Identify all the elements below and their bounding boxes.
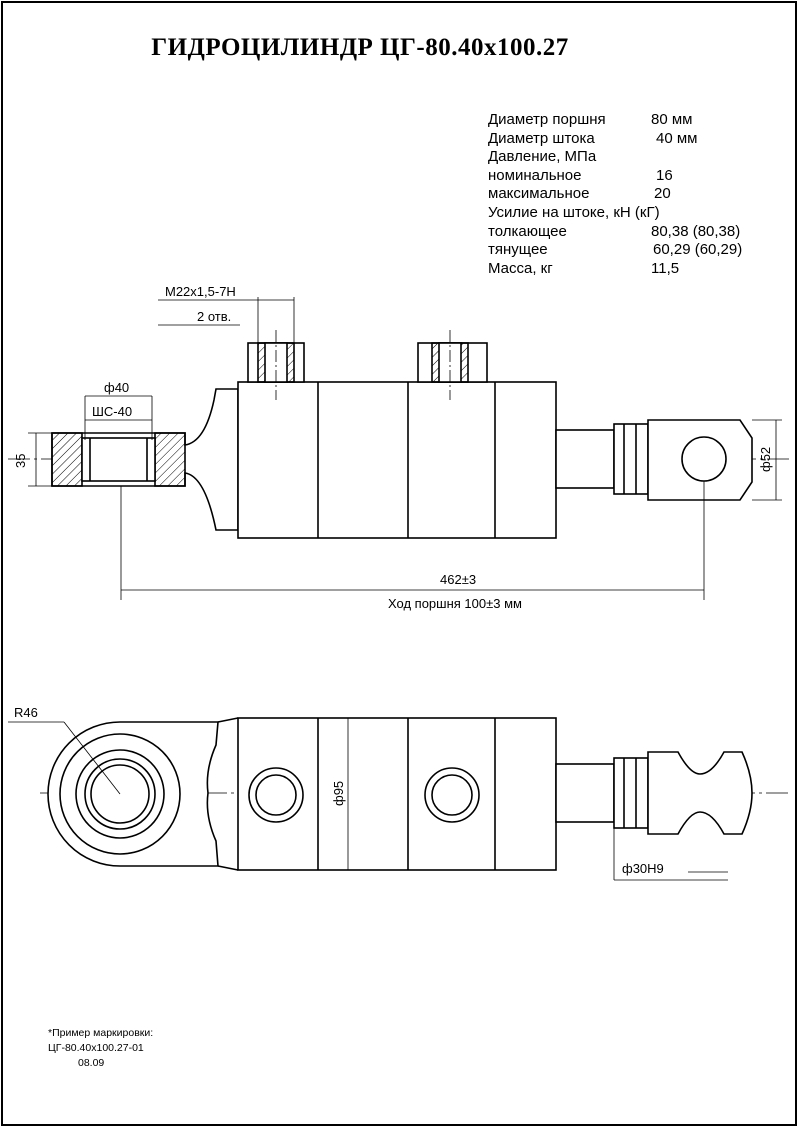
rod-end-hole <box>681 436 727 482</box>
rod-end-diameter-label: ф52 <box>758 447 773 472</box>
spec-value: 80 мм <box>651 111 693 128</box>
spec-label: тянущее <box>488 241 548 259</box>
spec-value: 11,5 <box>651 259 680 277</box>
side-view <box>8 330 790 539</box>
spec-label: Усилие на штоке, кН (кГ) <box>488 203 660 221</box>
bearing-bore <box>81 437 156 482</box>
thread-count-label: 2 отв. <box>197 309 231 324</box>
rod-collar-top <box>613 757 649 829</box>
eye-joint <box>217 717 239 723</box>
stroke-label: Ход поршня 100±3 мм <box>388 596 522 611</box>
radius-leader <box>63 721 121 795</box>
eye-joint <box>217 865 239 871</box>
spec-value: 60,29 (60,29) <box>653 241 743 259</box>
bearing-inner <box>84 758 156 830</box>
port-outer <box>424 767 480 823</box>
eye-ring <box>59 733 181 855</box>
thread-label: M22x1,5-7H <box>165 284 236 299</box>
spec-label: Давление, МПа <box>488 148 597 166</box>
bore-diameter-label: ф40 <box>104 380 129 395</box>
length-label: 462±3 <box>440 572 476 587</box>
marking-code: ЦГ-80.40х100.27-01 <box>48 1042 144 1054</box>
spec-value: 16 <box>656 166 673 184</box>
drawing-title: ГИДРОЦИЛИНДР ЦГ-80.40х100.27 <box>151 34 569 61</box>
eye-wall-left <box>51 432 83 487</box>
spec-label: Диаметр штока <box>488 129 595 147</box>
spec-value: 40 мм <box>656 129 698 147</box>
port-inner <box>431 774 473 816</box>
spec-value: 20 <box>654 185 671 203</box>
marking-caption: *Пример маркировки: <box>48 1027 154 1039</box>
port-outer <box>248 767 304 823</box>
spec-label: максимальное <box>488 185 590 203</box>
bearing-outer <box>75 749 165 839</box>
eye-height-label: 35 <box>13 454 28 468</box>
spec-label: Диаметр поршня <box>488 111 606 128</box>
bearing-label: ШС-40 <box>92 404 132 419</box>
spec-label: номинальное <box>488 166 582 184</box>
eye-bore <box>90 764 150 824</box>
spec-label: толкающее <box>488 222 567 240</box>
spec-value: 80,38 (80,38) <box>651 222 741 240</box>
eye-outline <box>47 721 219 867</box>
eye-radius-label: R46 <box>14 705 38 720</box>
body-diameter-label: ф95 <box>331 781 346 806</box>
cylinder-body <box>237 381 557 539</box>
piston-rod-top <box>555 763 615 823</box>
rod-end-top <box>647 751 753 835</box>
marking-note: *Пример маркировки: ЦГ-80.40х100.27-01 0… <box>48 1026 153 1071</box>
side-dimensions <box>28 297 782 600</box>
rod-collar <box>613 423 649 495</box>
piston-rod <box>555 429 615 489</box>
port-inner <box>255 774 297 816</box>
cylinder-body-top <box>237 717 557 871</box>
rod-bore-label: ф30Н9 <box>622 861 664 876</box>
spec-label: Масса, кг <box>488 259 553 277</box>
marking-date: 08.09 <box>78 1057 105 1069</box>
top-dimensions <box>8 718 728 881</box>
eye-wall-right <box>154 432 186 487</box>
top-view <box>40 717 790 871</box>
